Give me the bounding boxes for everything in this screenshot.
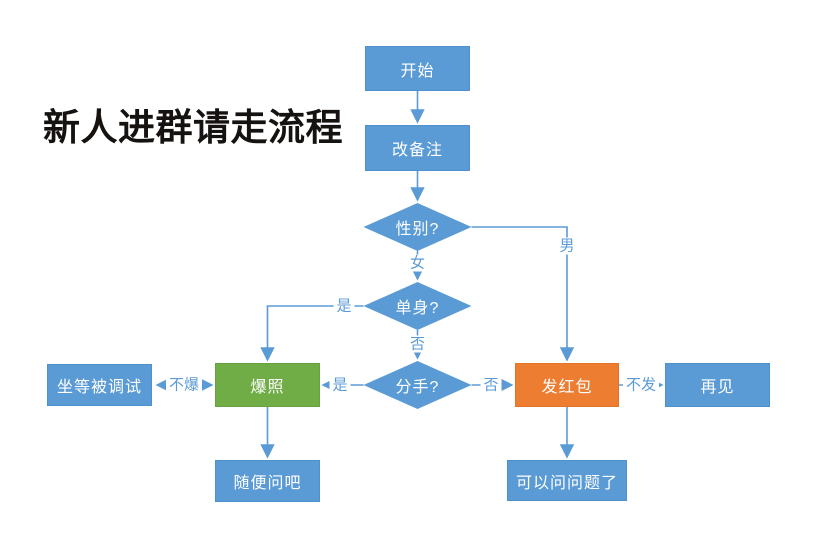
edge-label-female: 女 [406,254,429,272]
node-can-ask-label: 可以问问题了 [515,474,618,492]
edge-label-male: 男 [556,237,578,255]
decision-breakup-shape [363,361,472,409]
edge-label-no-send: 不发 [622,376,660,394]
edge-label-yes-breakup: 是 [329,376,351,394]
node-photo-label: 爆照 [250,379,285,396]
decision-gender-label: 性别? [395,221,440,238]
edge-label-no-single: 否 [406,335,429,353]
decision-gender-shape [363,203,472,251]
node-bye: 再见 [665,363,770,407]
node-wait: 坐等被调试 [47,364,152,406]
node-start: 开始 [365,46,470,91]
node-ask-freely-label: 随便问吧 [233,475,302,492]
node-wait-label: 坐等被调试 [56,379,142,396]
node-photo: 爆照 [215,363,320,407]
node-can-ask: 可以问问题了 [507,460,627,501]
node-remark-label: 改备注 [391,142,443,159]
edge-label-no-photo: 不爆 [165,376,203,394]
node-bye-label: 再见 [700,379,735,396]
node-remark: 改备注 [365,125,470,171]
decision-single-shape [363,282,472,330]
page-title: 新人进群请走流程 [43,107,343,148]
edge-gender-redpacket [471,226,575,362]
decision-single-label: 单身? [395,300,440,317]
node-redpacket: 发红包 [515,363,619,407]
node-start-label: 开始 [400,62,435,80]
node-redpacket-label: 发红包 [541,379,593,396]
edge-label-yes-single: 是 [333,297,355,315]
decision-breakup-label: 分手? [395,379,440,396]
edge-single-photo [260,305,364,362]
edge-label-no-breakup: 否 [480,376,502,394]
node-ask-freely: 随便问吧 [215,460,320,502]
